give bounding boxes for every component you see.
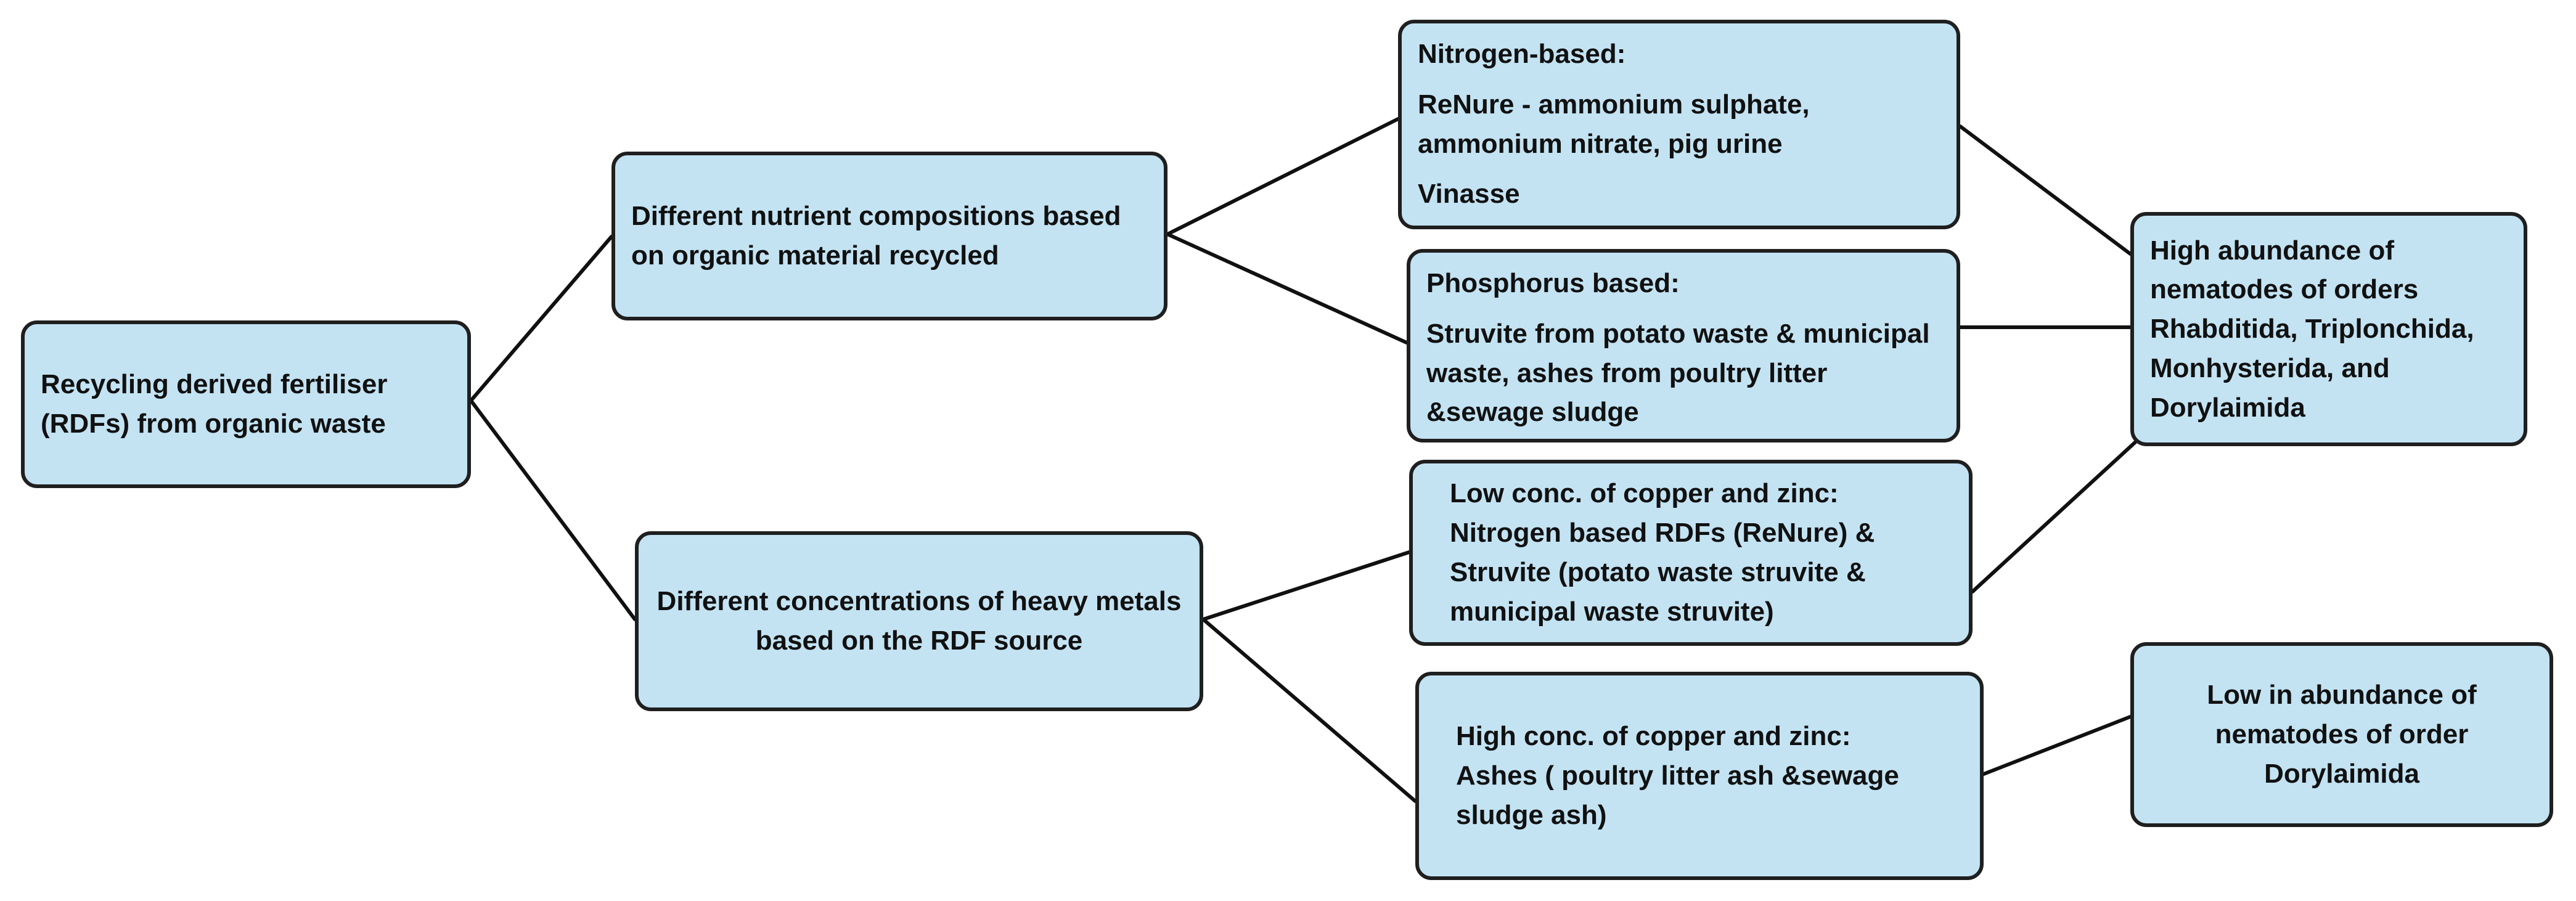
connector-nutrient-to-nitrogen xyxy=(1166,117,1400,236)
rdf-root-box: Recycling derived fertiliser (RDFs) from… xyxy=(21,320,471,488)
high-copper-zinc-text: Ashes ( poultry litter ash &sewage sludg… xyxy=(1456,760,1899,830)
nitrogen-based-box: Nitrogen-based: ReNure - ammonium sulpha… xyxy=(1398,20,1960,229)
nitrogen-heading: Nitrogen-based: xyxy=(1418,39,1626,69)
high-copper-zinc-heading: High conc. of copper and zinc: xyxy=(1456,721,1851,752)
connector-root-to-nutrient xyxy=(469,235,613,402)
high-abundance-nematodes-box: High abundance of nematodes of orders Rh… xyxy=(2130,212,2527,446)
connector-metal-to-high-metal xyxy=(1201,618,1417,803)
nutrient-composition-text: Different nutrient compositions based on… xyxy=(631,201,1121,271)
connector-low-metal-to-high-abundance xyxy=(1971,437,2141,593)
low-abundance-text: Low in abundance of nematodes of order D… xyxy=(2207,680,2477,789)
connector-high-metal-to-low-abundance xyxy=(1982,715,2132,776)
low-copper-zinc-heading: Low conc. of copper and zinc: xyxy=(1450,478,1839,509)
nutrient-composition-box: Different nutrient compositions based on… xyxy=(611,152,1167,320)
low-copper-zinc-box: Low conc. of copper and zinc: Nitrogen b… xyxy=(1409,460,1973,646)
nitrogen-vinasse-text: Vinasse xyxy=(1418,179,1520,210)
heavy-metal-box: Different concentrations of heavy metals… xyxy=(635,531,1203,711)
phosphorus-based-box: Phosphorus based: Struvite from potato w… xyxy=(1407,249,1960,442)
high-copper-zinc-box: High conc. of copper and zinc: Ashes ( p… xyxy=(1415,672,1984,880)
phosphorus-heading: Phosphorus based: xyxy=(1426,268,1680,298)
high-abundance-text: High abundance of nematodes of orders Rh… xyxy=(2150,235,2474,423)
connector-root-to-metal xyxy=(469,399,637,621)
heavy-metal-text: Different concentrations of heavy metals… xyxy=(656,586,1182,656)
low-abundance-nematodes-box: Low in abundance of nematodes of order D… xyxy=(2130,642,2553,827)
connector-nitrogen-to-high-abundance xyxy=(1958,124,2132,256)
rdf-root-text: Recycling derived fertiliser (RDFs) from… xyxy=(41,369,388,439)
phosphorus-struvite-text: Struvite from potato waste & municipal w… xyxy=(1426,318,1930,428)
nitrogen-renure-text: ReNure - ammonium sulphate, ammonium nit… xyxy=(1418,89,1810,159)
connector-metal-to-low-metal xyxy=(1201,550,1411,621)
low-copper-zinc-text: Nitrogen based RDFs (ReNure) & Struvite … xyxy=(1450,518,1875,627)
connector-nutrient-to-phosphorus xyxy=(1166,232,1409,344)
